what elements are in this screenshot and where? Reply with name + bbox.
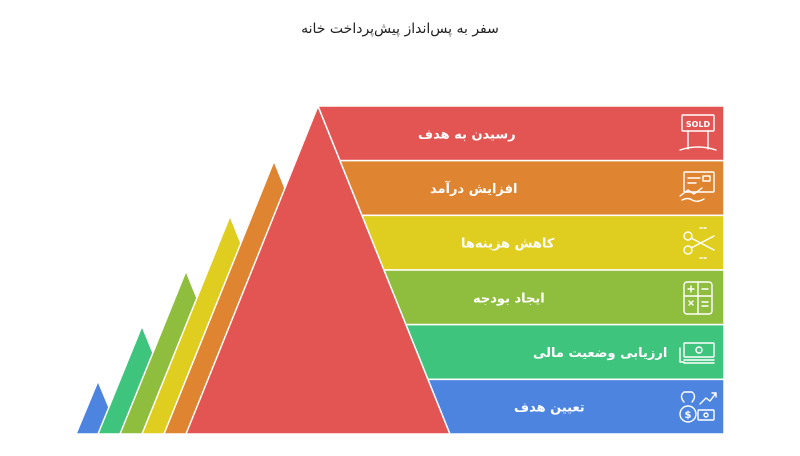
step-label: ایجاد بودجه <box>473 291 545 306</box>
step-band <box>426 378 725 435</box>
diagram-title: سفر به پس‌انداز پیش‌پرداخت خانه <box>301 21 499 37</box>
sold-sign-icon: SOLD <box>679 114 717 151</box>
step-label: کاهش هزینه‌ها <box>461 237 555 252</box>
step-label: رسیدن به هدف <box>418 127 516 142</box>
pyramid-layers <box>74 103 452 435</box>
paycheck-icon <box>679 171 715 202</box>
step-band <box>316 105 725 162</box>
svg-text:SOLD: SOLD <box>686 120 711 129</box>
step-label: ارزیابی وضعیت مالی <box>533 346 667 361</box>
step-label: تعیین هدف <box>514 401 585 416</box>
money-bag-goal-icon: $ <box>679 391 717 423</box>
pyramid-bands: رسیدن به هدف افزایش درآمد کاهش هزینه‌ها ایج… <box>316 105 725 435</box>
money-stack-icon <box>679 342 715 364</box>
scissors-icon <box>683 227 715 259</box>
step-band <box>338 159 725 217</box>
step-icons: SOLD <box>679 114 717 423</box>
calculator-icon <box>683 281 713 315</box>
svg-text:$: $ <box>685 410 692 421</box>
step-label: افزایش درآمد <box>430 180 517 197</box>
step-band <box>382 269 725 326</box>
